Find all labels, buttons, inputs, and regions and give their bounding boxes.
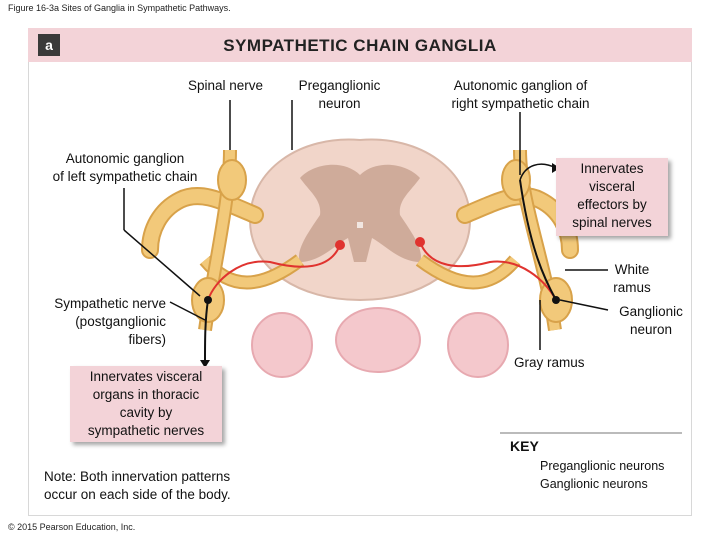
key-title: KEY bbox=[510, 438, 539, 454]
left-ganglionic-fiber bbox=[204, 299, 209, 361]
white-ramus-line2: ramus bbox=[613, 280, 651, 295]
label-white-ramus: White ramus bbox=[604, 261, 660, 297]
right-preganglionic-cell-body bbox=[415, 237, 425, 247]
key-box bbox=[500, 432, 682, 510]
note-line2: occur on each side of the body. bbox=[44, 487, 231, 502]
left-chain-ganglion-upper bbox=[217, 159, 247, 201]
left-preganglionic-fiber bbox=[207, 244, 341, 301]
copyright: © 2015 Pearson Education, Inc. bbox=[8, 522, 136, 532]
organ-left bbox=[251, 312, 313, 378]
organs-line3: cavity by bbox=[119, 405, 173, 420]
leader-sympathetic-nerve bbox=[169, 301, 206, 321]
label-sympathetic-nerve: Sympathetic nerve (postganglionic fibers… bbox=[24, 295, 166, 349]
label-preganglionic-neuron: Preganglionic neuron bbox=[282, 77, 397, 113]
left-ganglionic-cell-body bbox=[204, 296, 212, 304]
label-ganglionic-neuron: Ganglionic neuron bbox=[610, 303, 692, 339]
sympathetic-nerve-line1: Sympathetic nerve bbox=[54, 296, 166, 311]
right-chain-ganglion-upper bbox=[501, 159, 531, 201]
right-ganglionic-cell-body bbox=[552, 296, 560, 304]
label-preganglionic-line1: Preganglionic bbox=[298, 78, 381, 93]
organs-line4: sympathetic nerves bbox=[87, 423, 205, 438]
effectors-line4: spinal nerves bbox=[572, 215, 652, 230]
note-line1: Note: Both innervation patterns bbox=[44, 469, 231, 484]
effectors-line3: effectors by bbox=[577, 197, 647, 212]
ganglionic-neuron-line2: neuron bbox=[629, 322, 673, 337]
right-ganglionic-fiber bbox=[519, 179, 557, 301]
label-gray-ramus: Gray ramus bbox=[514, 355, 585, 370]
central-canal bbox=[357, 222, 363, 228]
sympathetic-nerve-line2: (postganglionic bbox=[75, 314, 166, 329]
label-right-ganglion-line1: Autonomic ganglion of bbox=[453, 78, 588, 93]
organs-line2: organs in thoracic bbox=[92, 387, 200, 402]
label-right-ganglion-line2: right sympathetic chain bbox=[451, 96, 590, 111]
box-innervates-visceral-effectors: Innervates visceral effectors by spinal … bbox=[556, 158, 668, 236]
box-innervates-visceral-organs: Innervates visceral organs in thoracic c… bbox=[70, 366, 222, 442]
label-left-ganglion: Autonomic ganglion of left sympathetic c… bbox=[30, 150, 220, 186]
right-preganglionic-fiber bbox=[419, 241, 557, 301]
key-item-ganglionic: Ganglionic neurons bbox=[540, 477, 648, 491]
key-item-preganglionic: Preganglionic neurons bbox=[540, 459, 665, 473]
organs-line1: Innervates visceral bbox=[89, 369, 203, 384]
effectors-line2: visceral bbox=[589, 179, 635, 194]
ganglionic-neuron-line1: Ganglionic bbox=[619, 304, 683, 319]
arrowhead-visceral-organs bbox=[200, 360, 210, 368]
label-preganglionic-line2: neuron bbox=[318, 96, 361, 111]
label-left-ganglion-line1: Autonomic ganglion bbox=[65, 151, 185, 166]
figure-title: Figure 16-3a Sites of Ganglia in Sympath… bbox=[8, 3, 231, 13]
label-spinal-nerve: Spinal nerve bbox=[188, 78, 264, 93]
panel-header bbox=[28, 28, 692, 62]
spinal-cord-gray-matter bbox=[299, 164, 421, 262]
left-preganglionic-cell-body bbox=[335, 240, 345, 250]
panel-title: SYMPATHETIC CHAIN GANGLIA bbox=[223, 36, 497, 55]
label-right-ganglion: Autonomic ganglion of right sympathetic … bbox=[428, 77, 613, 113]
note: Note: Both innervation patterns occur on… bbox=[44, 468, 231, 504]
effectors-line1: Innervates bbox=[580, 161, 644, 176]
organ-right bbox=[447, 312, 509, 378]
panel-badge: a bbox=[38, 34, 60, 56]
leader-ganglionic-neuron bbox=[559, 299, 609, 311]
organ-center bbox=[335, 307, 421, 373]
leader-left-ganglion-b bbox=[123, 229, 201, 297]
sympathetic-nerve-line3: fibers) bbox=[128, 332, 166, 347]
label-left-ganglion-line2: of left sympathetic chain bbox=[52, 169, 198, 184]
white-ramus-line1: White bbox=[614, 262, 650, 277]
